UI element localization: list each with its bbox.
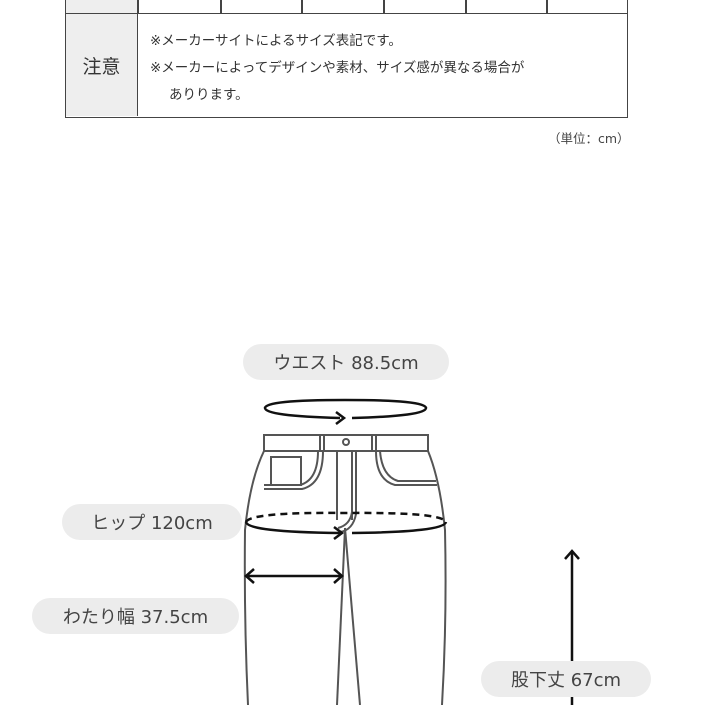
inseam-measurement-label: 股下丈 67cm <box>481 661 651 697</box>
size-table-note-row: 注意 ※メーカーサイトによるサイズ表記です。 ※メーカーによってデザインや素材、… <box>65 13 628 118</box>
note-header: 注意 <box>66 14 138 116</box>
column-divider <box>465 0 467 13</box>
column-divider <box>220 0 222 13</box>
column-divider <box>137 0 139 13</box>
waist-arrow-icon <box>263 398 428 425</box>
thigh-width-arrow-icon <box>244 568 344 584</box>
size-table-row-header <box>66 0 138 13</box>
waist-measurement-label: ウエスト 88.5cm <box>243 344 449 380</box>
size-table-row-top <box>65 0 628 13</box>
hip-measurement-label: ヒップ 120cm <box>62 504 242 540</box>
note-line: ※メーカーサイトによるサイズ表記です。 <box>150 33 402 49</box>
column-divider <box>383 0 385 13</box>
size-table: 注意 ※メーカーサイトによるサイズ表記です。 ※メーカーによってデザインや素材、… <box>65 0 628 119</box>
note-line: ※メーカーによってデザインや素材、サイズ感が異なる場合が <box>150 60 525 76</box>
thigh-measurement-label: わたり幅 37.5cm <box>32 598 239 634</box>
note-text: ※メーカーサイトによるサイズ表記です。 ※メーカーによってデザインや素材、サイズ… <box>150 28 620 109</box>
column-divider <box>301 0 303 13</box>
column-divider <box>546 0 548 13</box>
note-line: ありります。 <box>169 87 249 103</box>
pants-outline <box>243 434 447 705</box>
unit-label: （単位：cm） <box>548 131 630 146</box>
hip-arrow-icon <box>244 511 448 540</box>
